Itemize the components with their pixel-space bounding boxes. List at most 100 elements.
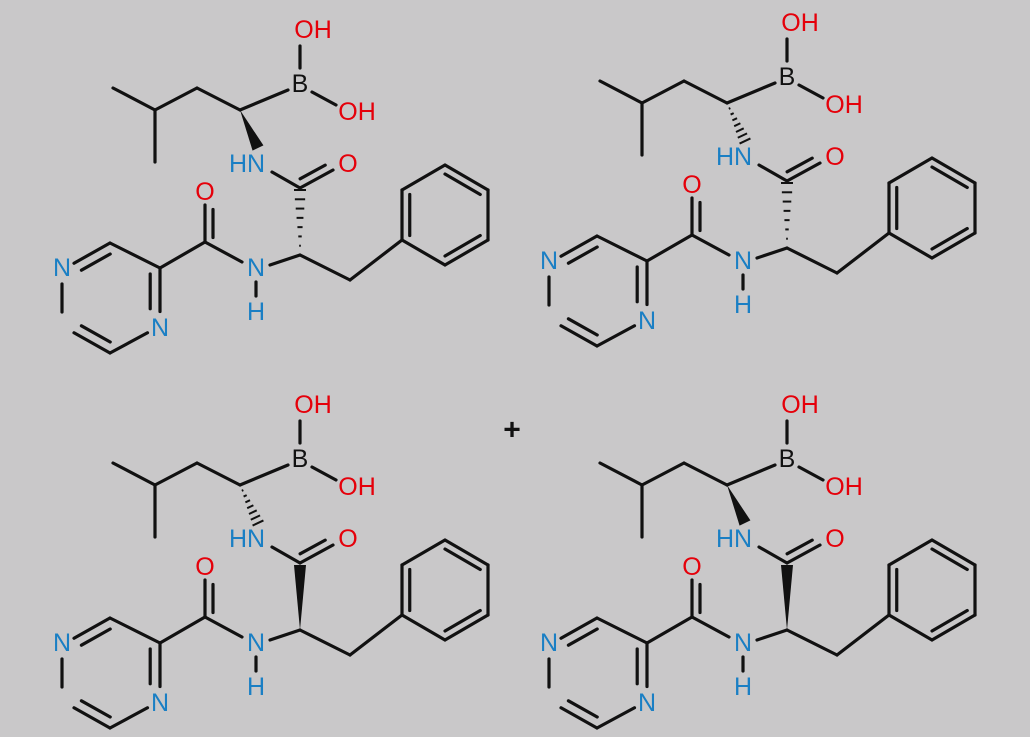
methyl-bond — [111, 86, 157, 112]
hash-line — [244, 499, 251, 504]
pyrazine-inner-bond — [566, 627, 599, 647]
boron-carbon-hash-bond — [241, 489, 264, 527]
carbonyl-bond-inner — [298, 538, 327, 556]
chain-bond — [195, 461, 242, 487]
c-b-bond — [238, 463, 290, 487]
carbonyl-bond — [785, 161, 822, 183]
boron-carbon-wedge-bond — [240, 110, 264, 151]
phenyl-inner-bond — [930, 608, 969, 633]
phenyl-inner-bond — [930, 547, 969, 572]
nitrogen-label: N — [151, 689, 169, 717]
pyrazine-bond — [559, 234, 599, 258]
oxygen-label: O — [682, 553, 701, 581]
boron-label: B — [292, 445, 309, 473]
b-oh-bond — [797, 83, 825, 100]
nitrogen-label: N — [247, 629, 265, 657]
ring-link-bond — [645, 233, 694, 263]
benzyl-bond — [835, 231, 891, 275]
oxygen-label: O — [195, 553, 214, 581]
nitrogen-label: N — [53, 629, 71, 657]
amide-bond — [690, 233, 731, 257]
c-b-bond — [725, 81, 777, 105]
amide-nh-label: HN — [716, 525, 752, 553]
hash-line — [241, 489, 244, 492]
carbonyl-bond — [298, 543, 335, 565]
carbonyl-bond-inner — [785, 538, 814, 556]
hash-line — [248, 509, 258, 515]
nitrogen-label: N — [540, 247, 558, 275]
phenyl-bond — [930, 538, 977, 567]
pyrazine-bond — [595, 706, 637, 730]
amide-bond — [757, 545, 789, 565]
amide-nh-label: HN — [229, 150, 265, 178]
methyl-bond — [598, 461, 644, 487]
b-oh-bond — [310, 465, 338, 482]
phenyl-bond — [400, 163, 447, 192]
boron-label: B — [779, 63, 796, 91]
amide-bond — [203, 615, 244, 639]
hydroxyl-label: OH — [781, 391, 819, 419]
benzyl-bond — [298, 628, 352, 657]
amide-bond — [690, 615, 731, 639]
nitrogen-label: N — [734, 247, 752, 275]
hash-line — [250, 514, 261, 521]
hydrogen-label: H — [734, 673, 752, 701]
oxygen-label: O — [825, 525, 844, 553]
carbonyl-bond — [785, 543, 822, 565]
pyrazine-bond — [72, 706, 112, 730]
phenyl-bond — [887, 231, 934, 260]
pyrazine-inner-bond — [79, 627, 112, 647]
pyrazine-bond — [595, 234, 649, 263]
phenyl-inner-bond — [443, 547, 482, 572]
phenyl-inner-bond — [443, 172, 482, 197]
chain-bond — [640, 79, 686, 105]
alpha-n-bond — [268, 253, 302, 267]
pyrazine-bond — [72, 331, 112, 355]
benzyl-bond — [348, 238, 404, 282]
nitrogen-label: N — [247, 254, 265, 282]
boron-label: B — [779, 445, 796, 473]
chain-bond — [153, 86, 199, 112]
hydrogen-label: H — [734, 291, 752, 319]
hash-line — [731, 117, 738, 122]
carbonyl-bond-inner — [298, 163, 327, 181]
phenyl-bond — [887, 156, 934, 185]
pyrazine-inner-bond — [566, 317, 599, 337]
pyrazine-bond — [108, 331, 150, 355]
phenyl-inner-bond — [930, 226, 969, 251]
pyrazine-inner-bond — [79, 699, 112, 719]
amide-bond — [203, 240, 244, 264]
hydrogen-label: H — [247, 298, 265, 326]
hydroxyl-label: OH — [825, 473, 863, 501]
carbonyl-bond — [298, 168, 335, 190]
pyrazine-bond — [108, 706, 150, 730]
alpha-carbon-wedge-bond — [294, 565, 306, 630]
amide-bond — [270, 545, 302, 565]
pyrazine-bond — [72, 616, 112, 640]
pyrazine-bond — [595, 616, 649, 645]
phenyl-bond — [930, 231, 977, 260]
hash-line — [243, 494, 248, 498]
hydroxyl-label: OH — [294, 391, 332, 419]
chain-bond — [640, 461, 686, 487]
methyl-bond — [598, 79, 644, 105]
nitrogen-label: N — [734, 629, 752, 657]
phenyl-inner-bond — [930, 165, 969, 190]
hydroxyl-label: OH — [338, 473, 376, 501]
hash-line — [252, 519, 264, 527]
oxygen-label: O — [825, 143, 844, 171]
nitrogen-label: N — [540, 629, 558, 657]
phenyl-bond — [443, 238, 490, 267]
hydroxyl-label: OH — [294, 16, 332, 44]
benzyl-bond — [298, 253, 352, 282]
boron-label: B — [292, 70, 309, 98]
pyrazine-inner-bond — [79, 252, 112, 272]
c-b-bond — [238, 88, 290, 112]
methyl-bond — [111, 461, 157, 487]
phenyl-inner-bond — [443, 608, 482, 633]
phenyl-bond — [400, 238, 447, 267]
